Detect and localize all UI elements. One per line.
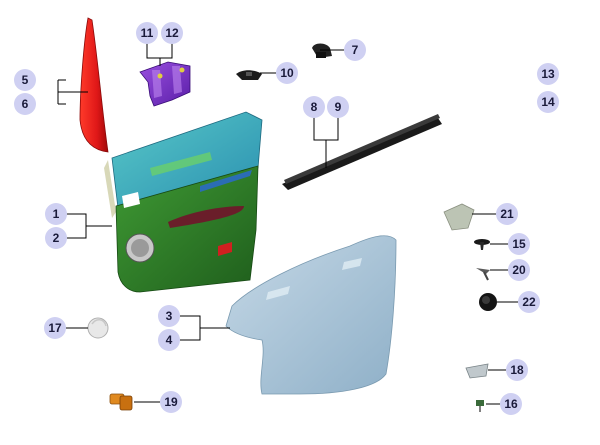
screw-part-16	[476, 400, 484, 412]
plug-part-22	[479, 293, 497, 311]
callout-20[interactable]: 20	[508, 259, 530, 281]
screw-part-20	[476, 268, 490, 281]
callout-11[interactable]: 11	[136, 22, 158, 44]
pad-part-21	[443, 203, 475, 231]
callout-8[interactable]: 8	[303, 96, 325, 118]
callout-14[interactable]: 14	[537, 91, 559, 113]
leader-lines	[57, 40, 518, 405]
bolt-part-19	[109, 393, 133, 411]
callout-18[interactable]: 18	[506, 359, 528, 381]
callout-12[interactable]: 12	[161, 22, 183, 44]
callout-21[interactable]: 21	[496, 203, 518, 225]
callout-19[interactable]: 19	[160, 391, 182, 413]
window-trim-part	[79, 17, 109, 153]
callout-5[interactable]: 5	[14, 69, 36, 91]
clip-part-18	[465, 363, 489, 379]
callout-4[interactable]: 4	[158, 329, 180, 351]
callout-6[interactable]: 6	[14, 93, 36, 115]
callout-22[interactable]: 22	[518, 291, 540, 313]
clip-part-10	[236, 70, 262, 80]
door-trim-panel	[104, 111, 263, 293]
pin-part-15	[474, 239, 490, 250]
callout-3[interactable]: 3	[158, 305, 180, 327]
callout-2[interactable]: 2	[45, 227, 67, 249]
callout-9[interactable]: 9	[327, 96, 349, 118]
bracket-part	[139, 61, 191, 107]
callout-10[interactable]: 10	[276, 62, 298, 84]
callout-7[interactable]: 7	[344, 39, 366, 61]
clip-part-7	[312, 43, 332, 58]
weatherstrip-part	[282, 114, 442, 190]
vapor-barrier-sheet	[225, 235, 397, 395]
clip-part-17	[87, 317, 109, 339]
callout-15[interactable]: 15	[508, 233, 530, 255]
callout-1[interactable]: 1	[45, 203, 67, 225]
callout-16[interactable]: 16	[500, 393, 522, 415]
callout-13[interactable]: 13	[537, 63, 559, 85]
callout-17[interactable]: 17	[44, 317, 66, 339]
